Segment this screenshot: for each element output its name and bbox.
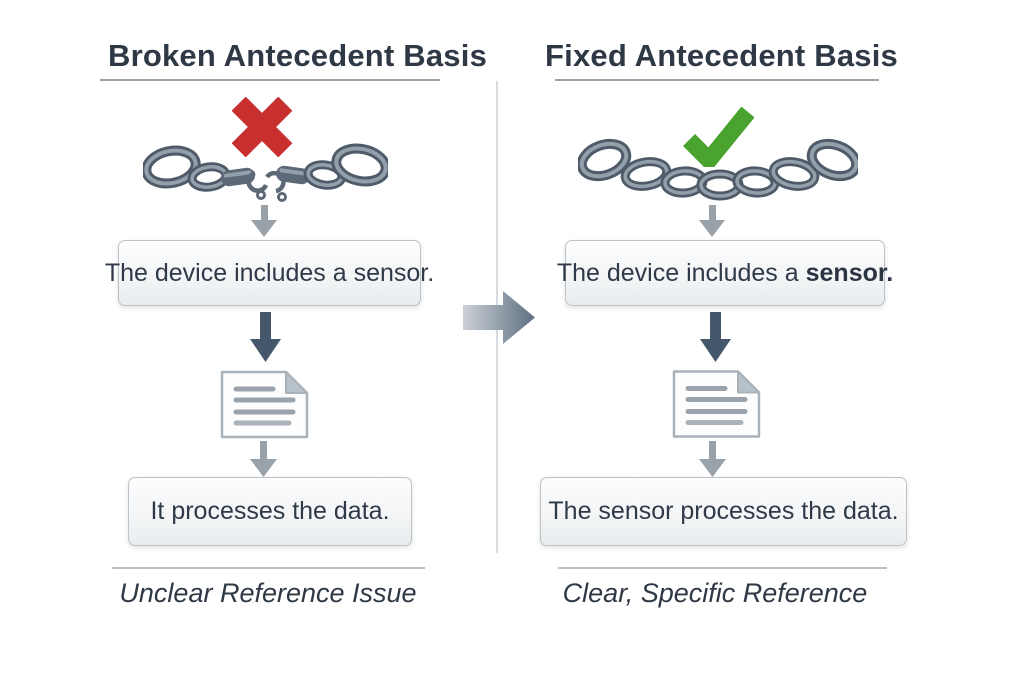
green-check-icon bbox=[682, 103, 754, 167]
right-flow-box-2: The sensor processes the data. bbox=[540, 477, 907, 546]
left-box1-text: The device includes a sensor. bbox=[104, 258, 435, 287]
left-flow-box-1: The device includes a sensor. bbox=[105, 240, 434, 306]
arrow-right-icon bbox=[463, 291, 535, 344]
intact-chain-icon bbox=[578, 138, 858, 204]
right-caption-rule bbox=[558, 567, 887, 569]
right-flow-box-1: The device includes a sensor. bbox=[557, 240, 893, 306]
right-panel-title: Fixed Antecedent Basis bbox=[545, 38, 898, 73]
arrow-down-icon bbox=[699, 205, 725, 237]
right-caption: Clear, Specific Reference bbox=[562, 578, 868, 608]
arrow-down-icon bbox=[250, 441, 277, 477]
right-box1-text: The device includes a sensor. bbox=[556, 258, 894, 287]
arrow-down-icon bbox=[250, 312, 281, 362]
left-caption-rule bbox=[112, 567, 425, 569]
left-box2-text: It processes the data. bbox=[150, 497, 390, 525]
right-box1-bold-word: sensor. bbox=[805, 258, 894, 287]
document-icon bbox=[670, 368, 763, 440]
document-icon bbox=[218, 369, 311, 440]
left-panel-title: Broken Antecedent Basis bbox=[108, 38, 488, 73]
arrow-down-icon bbox=[700, 312, 731, 362]
arrow-down-icon bbox=[699, 441, 726, 477]
broken-chain-icon bbox=[143, 137, 388, 205]
left-title-underline bbox=[100, 79, 440, 81]
right-title-underline bbox=[555, 79, 879, 81]
right-box2-text: The sensor processes the data. bbox=[548, 497, 899, 525]
red-x-icon bbox=[227, 97, 297, 157]
arrow-down-icon bbox=[251, 205, 277, 237]
left-caption: Unclear Reference Issue bbox=[119, 578, 417, 608]
left-flow-box-2: It processes the data. bbox=[128, 477, 412, 546]
